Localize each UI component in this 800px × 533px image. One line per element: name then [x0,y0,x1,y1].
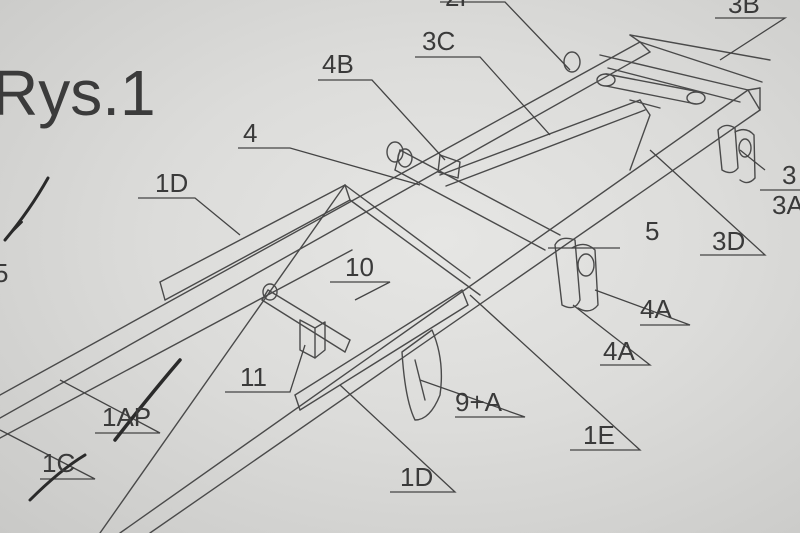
pen-marks [3,176,182,502]
rear-cross-tube [596,73,706,105]
spring-eye-upper [262,51,581,301]
label-5: 5 [645,216,659,246]
left-main-rail [0,41,651,439]
label-4a-lower: 4A [603,336,635,366]
hanger-4a [554,237,599,312]
label-4b: 4B [322,49,354,79]
hanger-3a [717,124,756,184]
rear-frame [599,34,771,103]
label-4: 4 [243,118,257,148]
right-main-rail [119,87,761,533]
label-2f: 2F [445,0,475,12]
label-3d: 3D [712,226,745,256]
label-5-left: 5 [0,258,8,288]
figure-title: Rys.1 [0,57,156,129]
label-1d-top: 1D [155,168,188,198]
bracket-11 [299,319,326,359]
plate-9a [401,329,443,421]
label-1d-bottom: 1D [400,462,433,492]
diagonal-strut [439,99,661,187]
middle-crossmember [394,149,561,251]
cross-beam-1d-bottom [294,289,469,411]
label-9a: 9+A [455,387,503,417]
label-4a-upper: 4A [640,294,672,324]
label-1c: 1C [42,448,75,478]
crossmember-10 [261,289,351,353]
leader-lines [0,1,800,493]
label-3c: 3C [422,26,455,56]
label-1ap: 1AP [102,402,151,432]
label-1e: 1E [583,420,615,450]
label-3a-right: 3A [772,190,800,220]
cross-beam-1d-top [159,184,481,301]
label-11: 11 [240,362,267,392]
label-10: 10 [345,252,374,282]
label-3b: 3B [728,0,760,19]
label-3-right: 3 [782,160,796,190]
